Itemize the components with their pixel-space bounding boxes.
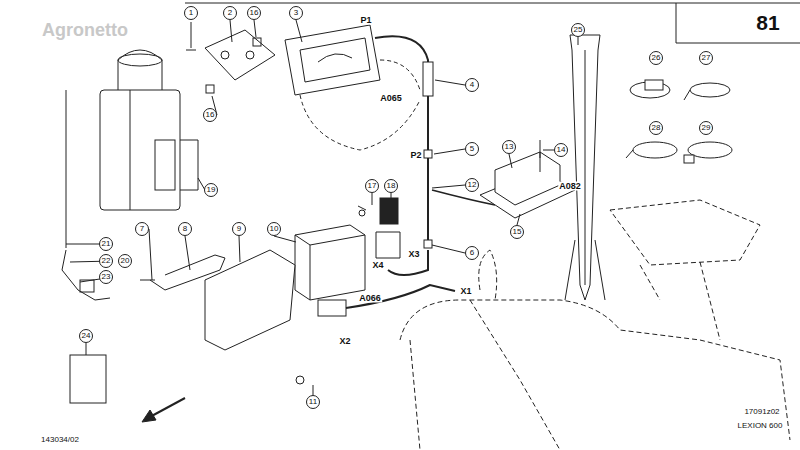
callout-number: 19 [204,183,218,197]
signal-name: A066 [358,294,382,303]
callout-number: 28 [649,121,663,135]
callout-number: 23 [99,270,113,284]
watermark: Agronetto [42,21,128,39]
callout-number: 5 [465,142,479,156]
callout-number: 14 [554,143,568,157]
signal-name: A082 [558,182,582,191]
callout-number: 13 [502,140,516,154]
signal-name: P1 [359,16,372,25]
callout-number: 17 [365,179,379,193]
callout-number: 18 [384,179,398,193]
page-number: 81 [756,12,779,33]
callout-number: 24 [79,329,93,343]
drawing-note: LEXION 600 [737,422,784,430]
signal-name: X1 [459,287,472,296]
callout-number: 1 [184,6,198,20]
signal-name: X2 [338,337,351,346]
callout-number: 25 [571,23,585,37]
callout-number: 9 [232,222,246,236]
drawing-note: 17091z02 [743,408,780,416]
callout-number: 7 [135,222,149,236]
callout-number: 8 [178,222,192,236]
callout-number: 2 [223,6,237,20]
callout-number: 22 [99,254,113,268]
callout-number: 29 [699,121,713,135]
callout-number: 16 [203,108,217,122]
callout-number: 6 [465,246,479,260]
callout-number: 21 [99,237,113,251]
callout-number: 3 [289,6,303,20]
drawing-note: 143034/02 [40,436,80,444]
callout-number: 16 [247,6,261,20]
callout-number: 15 [510,225,524,239]
callout-number: 26 [649,51,663,65]
callout-number: 20 [118,254,132,268]
signal-name: P2 [409,151,422,160]
callout-number: 11 [306,395,320,409]
callout-number: 4 [465,78,479,92]
signal-name: X3 [407,250,420,259]
callout-number: 10 [267,222,281,236]
callout-number: 12 [465,178,479,192]
signal-name: X4 [371,261,384,270]
callout-number: 27 [699,51,713,65]
signal-name: A065 [379,94,403,103]
